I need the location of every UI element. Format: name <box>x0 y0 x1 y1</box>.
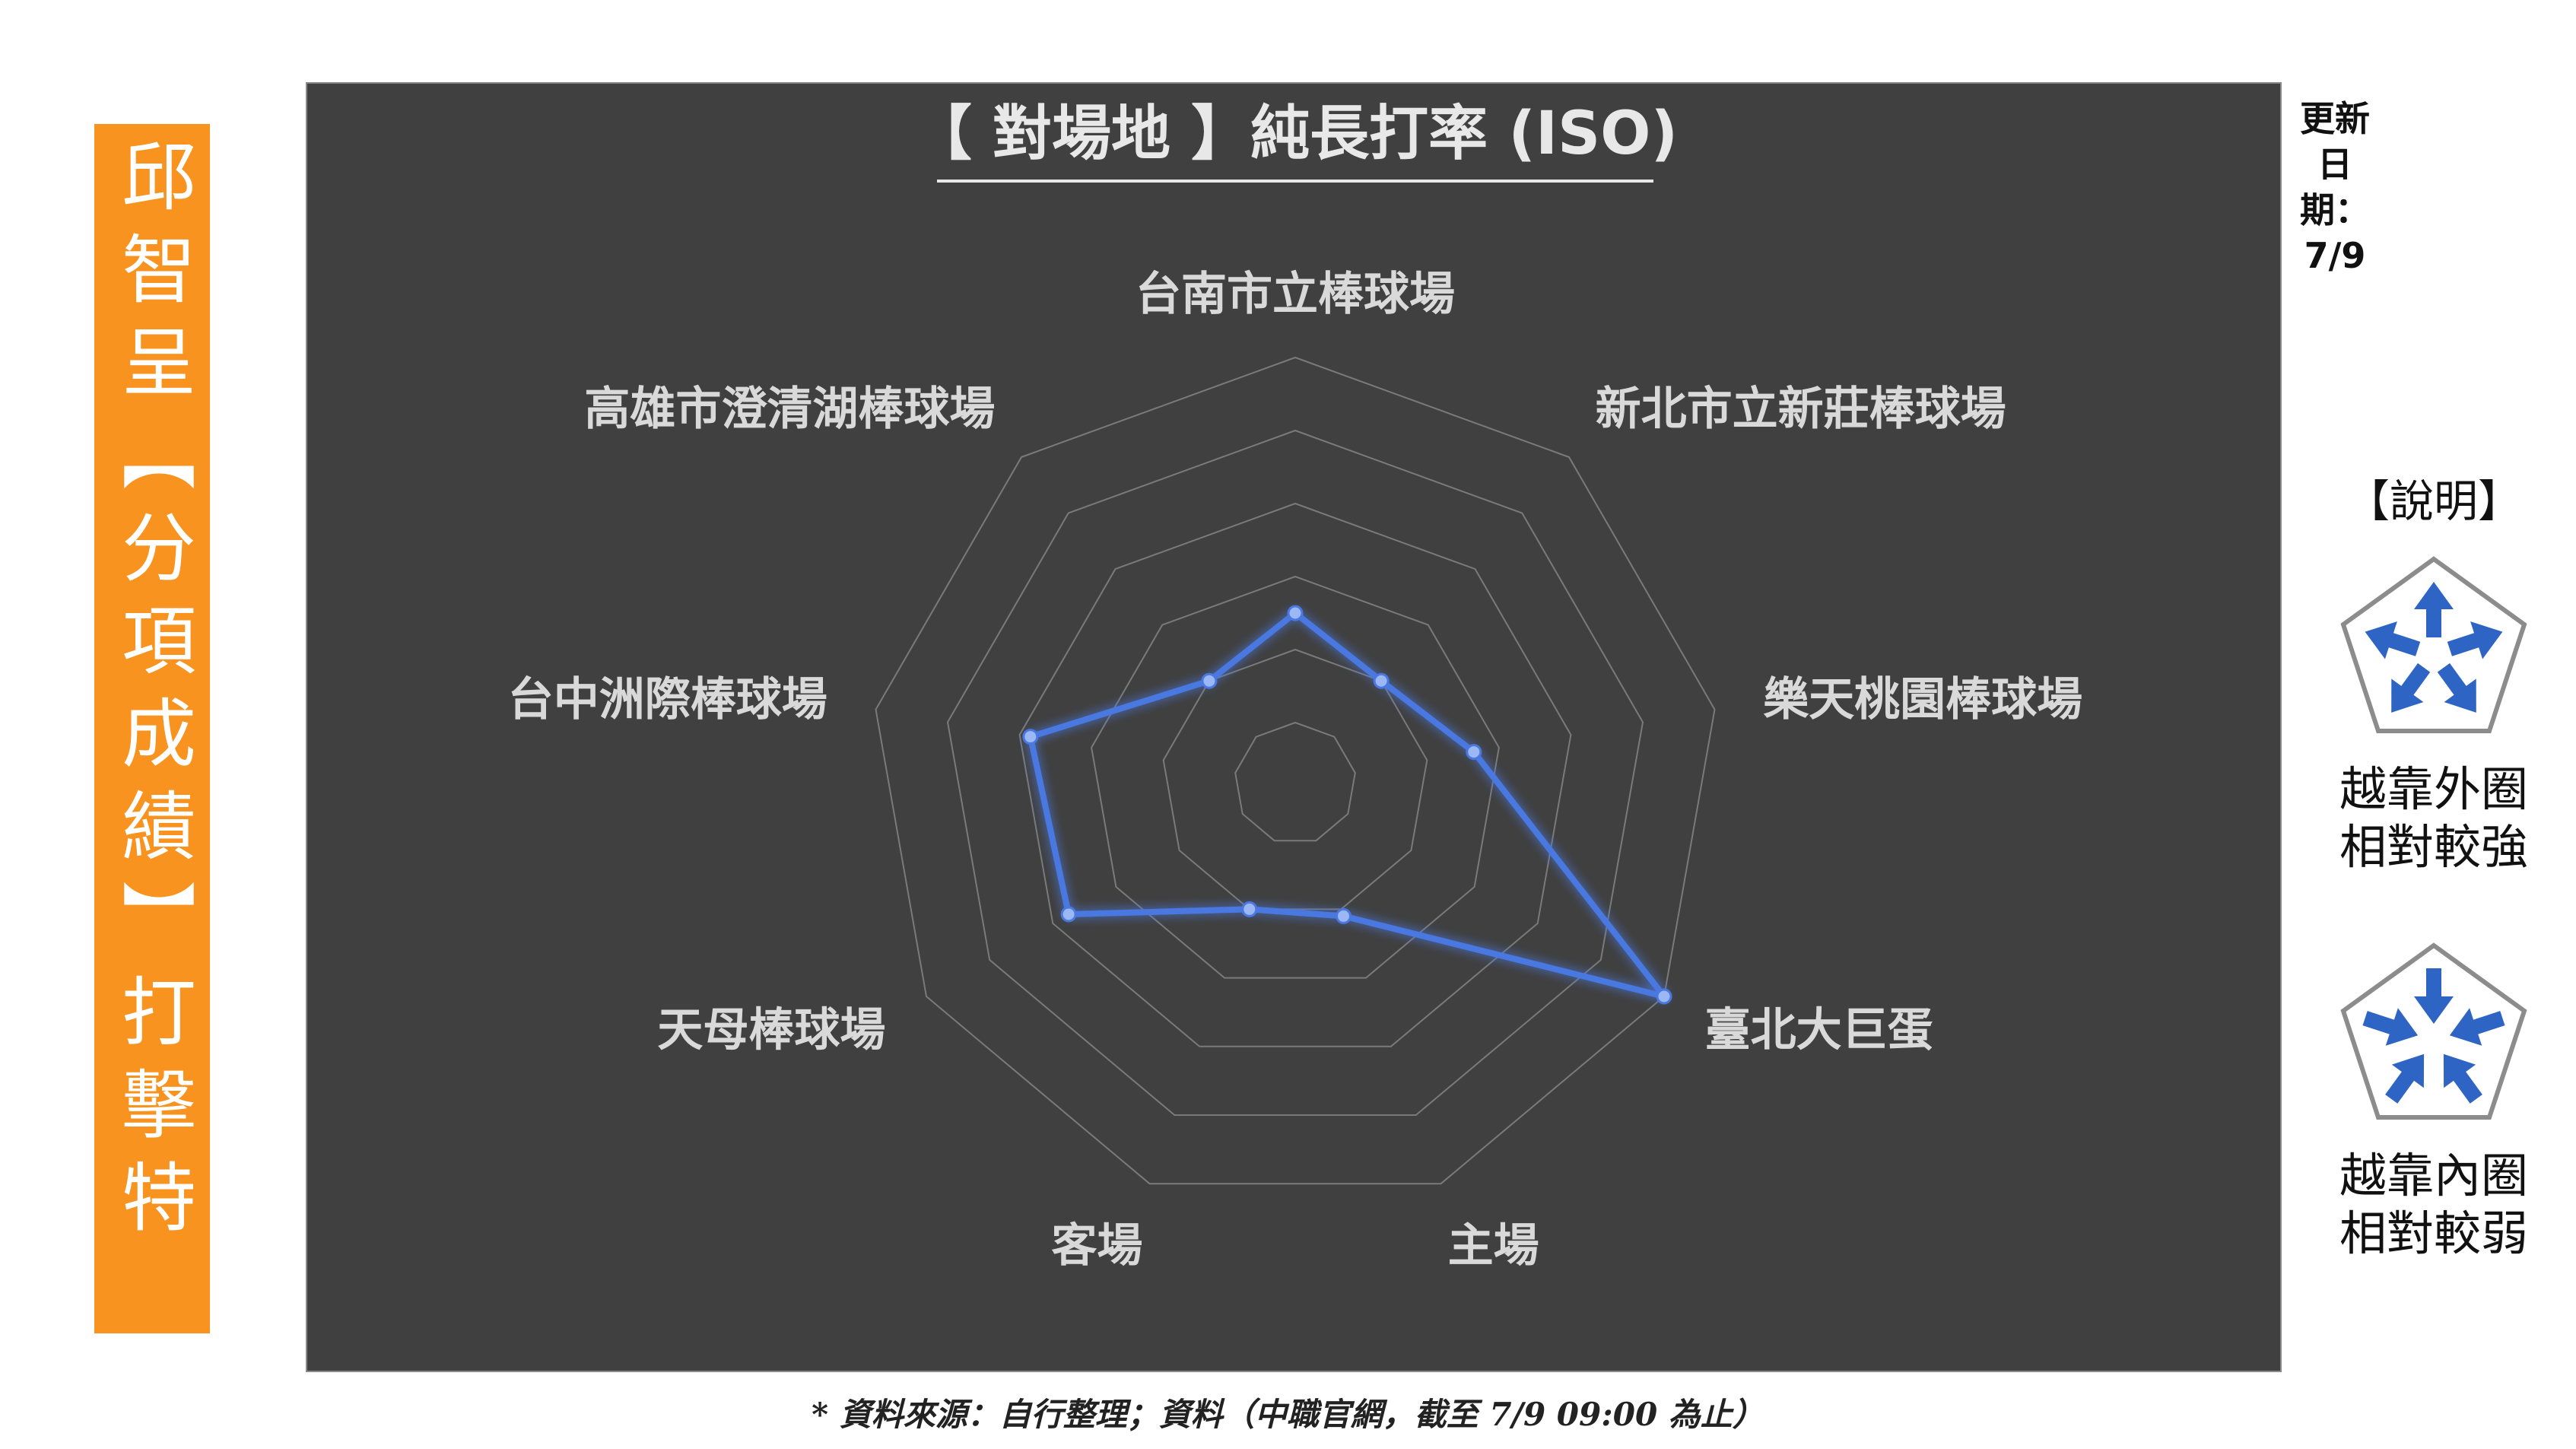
series-line <box>1027 610 1667 999</box>
data-point <box>1201 672 1218 689</box>
category-label: 新北市立新莊棒球場 <box>1596 383 2006 436</box>
grid-ring <box>1162 648 1428 910</box>
source-note: * 資料來源：自行整理；資料（中職官網，截至 7/9 09:00 為止） <box>812 1396 1764 1433</box>
grid-ring <box>1018 502 1572 1047</box>
category-label: 主場 <box>1448 1219 1539 1273</box>
data-point <box>1287 605 1304 621</box>
category-label: 臺北大巨蛋 <box>1705 1004 1933 1057</box>
legend-outer-line2: 相對較強 <box>2339 819 2528 875</box>
grid-ring <box>1091 575 1500 979</box>
legend-inner-line2: 相對較弱 <box>2339 1206 2528 1261</box>
data-point <box>1241 901 1258 917</box>
data-point <box>1336 907 1352 924</box>
legend-outer-caption: 越靠外圈 相對較強 <box>2320 761 2548 876</box>
grid-ring <box>1234 721 1356 842</box>
grid-ring <box>946 429 1644 1116</box>
data-point <box>1373 672 1390 689</box>
category-label: 客場 <box>1051 1219 1142 1273</box>
data-point <box>1060 906 1077 923</box>
player-title-banner: 邱智呈【分項成績】打擊特徵 <box>0 124 210 1333</box>
category-label: 高雄市澄清湖棒球場 <box>584 383 995 436</box>
grid-ring <box>875 356 1716 1185</box>
category-label: 樂天桃園棒球場 <box>1763 673 2082 726</box>
legend-outer-line1: 越靠外圈 <box>2339 761 2528 817</box>
radar-chart: 【 對場地 】純長打率 (ISO) 台南市立棒球場新北市立新莊棒球場樂天桃園棒球… <box>508 100 2082 1273</box>
data-point <box>1022 729 1039 745</box>
radar-chart-panel: 【 對場地 】純長打率 (ISO) 台南市立棒球場新北市立新莊棒球場樂天桃園棒球… <box>306 82 2282 1372</box>
chart-title: 【 對場地 】純長打率 (ISO) <box>913 100 1678 168</box>
radar-grid <box>875 356 1716 1185</box>
data-point <box>1656 988 1672 1005</box>
category-label: 天母棒球場 <box>657 1004 885 1057</box>
legend-title: 【說明】 <box>2345 475 2522 527</box>
outward-arrows-icon <box>2340 556 2527 733</box>
data-point <box>1466 744 1482 761</box>
category-label: 台中洲際棒球場 <box>508 673 827 726</box>
inward-arrows-icon <box>2340 942 2527 1120</box>
series-layer <box>1022 605 1672 1005</box>
category-label: 台南市立棒球場 <box>1136 268 1455 321</box>
legend-inner-caption: 越靠內圈 相對較弱 <box>2320 1147 2548 1263</box>
update-date: 更新日期：7/9 <box>2300 98 2370 276</box>
legend-inner-line1: 越靠內圈 <box>2339 1148 2528 1203</box>
player-title-text: 邱智呈【分項成績】打擊特徵 <box>0 138 195 1251</box>
